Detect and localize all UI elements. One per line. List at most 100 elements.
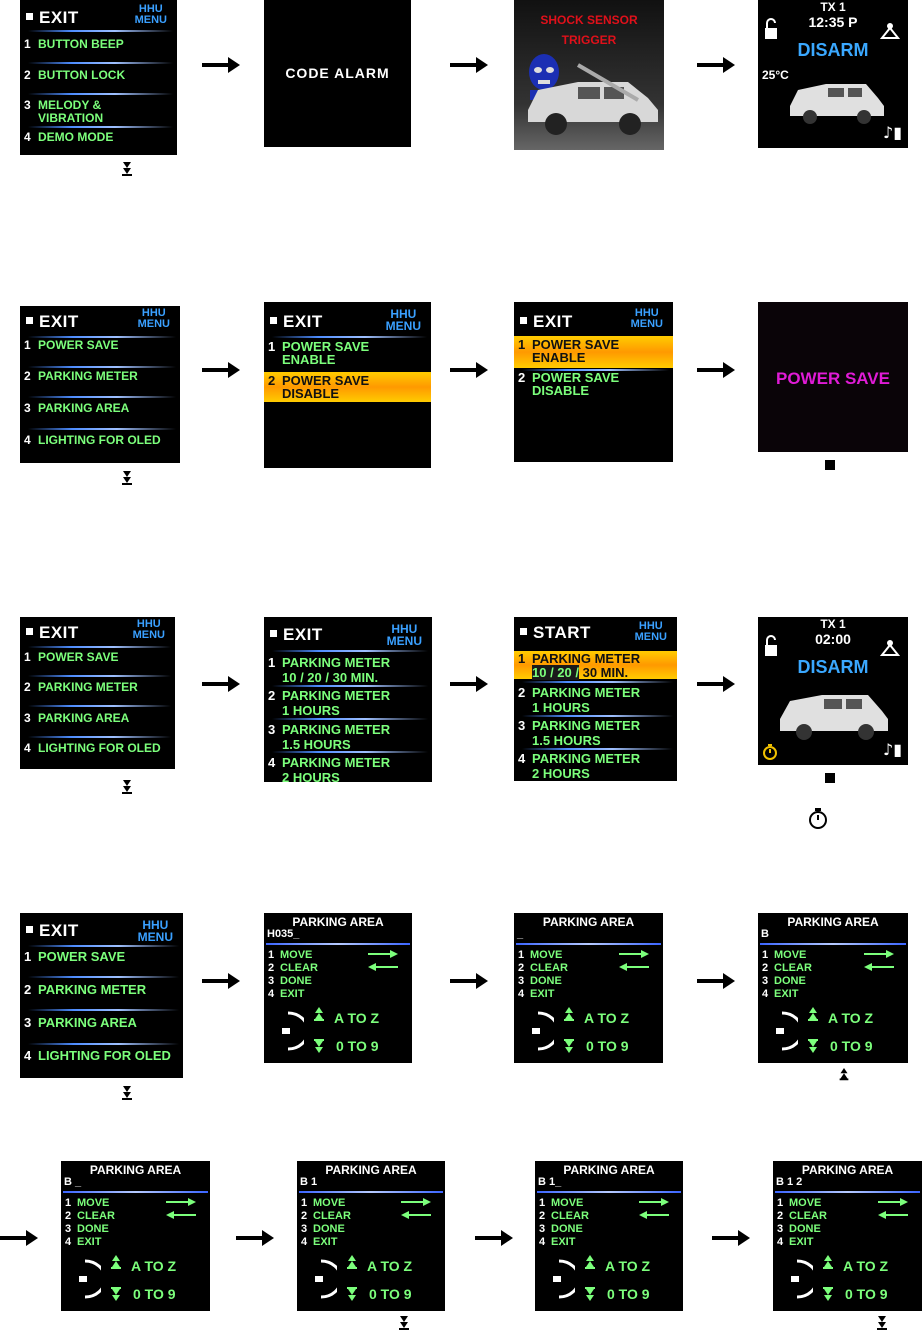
area-code-entry[interactable]: B _ <box>64 1176 82 1188</box>
right-arrow-icon <box>619 950 649 958</box>
separator <box>28 976 179 978</box>
up-arrow-icon <box>314 1007 324 1021</box>
arrow-right-icon <box>697 57 735 73</box>
area-code-entry[interactable]: _ <box>517 928 524 940</box>
timer-label: 02:00 <box>815 631 851 647</box>
arrow-right-icon <box>697 676 735 692</box>
left-arrow-icon <box>639 1211 669 1219</box>
area-code-entry[interactable]: B <box>761 928 769 940</box>
parking-area-title: PARKING AREA <box>325 1163 417 1177</box>
exit-label[interactable]: EXIT <box>26 921 79 941</box>
right-arrow-icon <box>639 1198 669 1206</box>
zero-to-nine-label: 0 TO 9 <box>607 1286 650 1302</box>
area-code-entry[interactable]: H035_ <box>267 928 300 940</box>
exit-label[interactable]: EXIT <box>520 312 573 332</box>
separator <box>28 336 176 338</box>
exit-label[interactable]: EXIT <box>26 312 79 332</box>
separator <box>28 1009 179 1011</box>
area-code-entry[interactable]: B 1_ <box>538 1176 562 1188</box>
exit-label[interactable]: EXIT <box>270 312 323 332</box>
zero-to-nine-label: 0 TO 9 <box>586 1038 629 1054</box>
parking-area-title: PARKING AREA <box>542 915 635 929</box>
left-arrow-icon <box>619 963 649 971</box>
down-button-icon <box>122 471 132 485</box>
separator <box>28 675 171 677</box>
exit-label[interactable]: EXIT <box>26 623 79 643</box>
area-code-entry[interactable]: B 1 2 <box>776 1176 803 1188</box>
arrow-right-icon <box>450 973 488 989</box>
start-label[interactable]: START <box>520 623 591 643</box>
separator <box>522 748 673 750</box>
exit-label[interactable]: EXIT <box>26 8 79 28</box>
left-arrow-icon <box>401 1211 431 1219</box>
code-alarm-logo: CODE ALARM <box>285 65 390 81</box>
area-code-entry[interactable]: B 1 <box>300 1176 318 1188</box>
zero-to-nine-label: 0 TO 9 <box>369 1286 412 1302</box>
a-to-z-label: A TO Z <box>584 1010 630 1026</box>
stopwatch-icon <box>763 744 777 760</box>
right-arrow-icon <box>368 950 398 958</box>
exit-label[interactable]: EXIT <box>270 625 323 645</box>
down-button-icon <box>399 1316 409 1330</box>
down-arrow-icon <box>314 1039 324 1053</box>
